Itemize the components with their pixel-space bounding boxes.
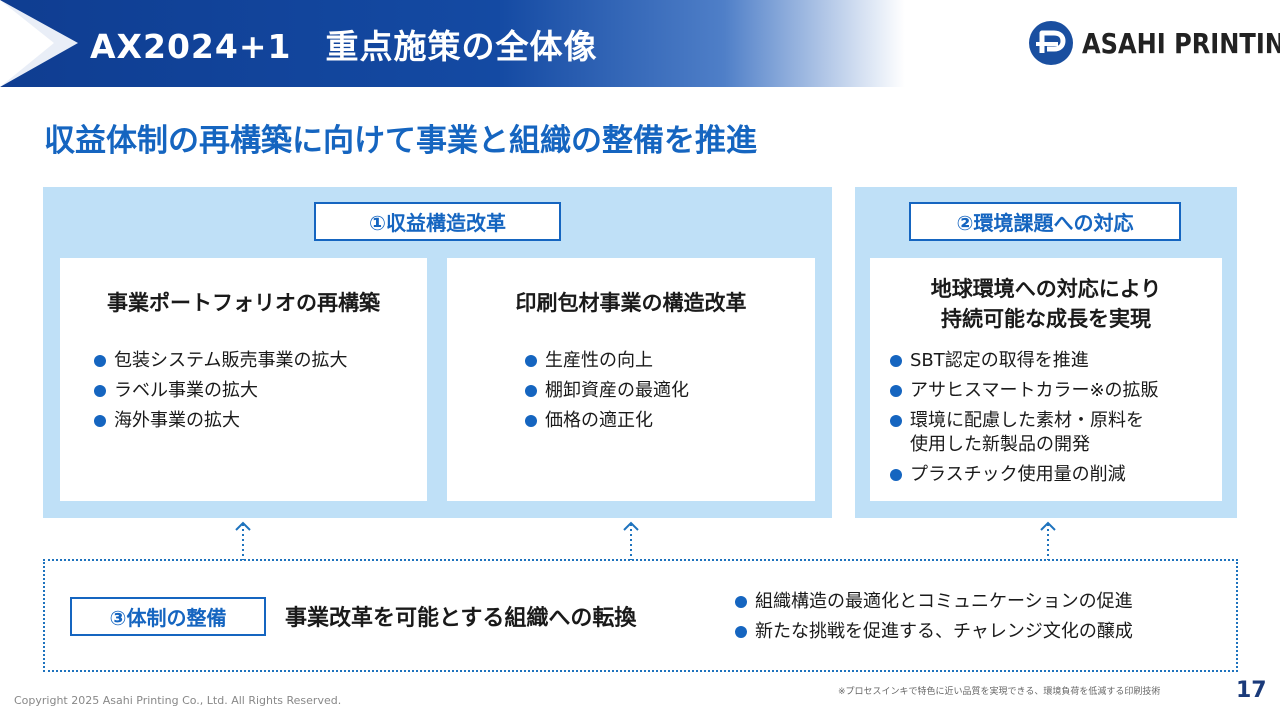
asahi-logo-icon (1029, 21, 1073, 65)
bullet-list: SBT認定の取得を推進 アサヒスマートカラー※の拡販 環境に配慮した素材・原料を… (890, 349, 1159, 493)
slide-subtitle: 収益体制の再構築に向けて事業と組織の整備を推進 (44, 123, 757, 159)
bullet-dot-icon (525, 415, 537, 427)
panel-organizational-setup (43, 559, 1238, 672)
bullet-dot-icon (890, 469, 902, 481)
card-title: 事業ポートフォリオの再構築 (107, 291, 380, 315)
list-item-continuation: 使用した新製品の開発 (910, 434, 1090, 455)
header-band (0, 0, 905, 87)
card-title-line-2: 持続可能な成長を実現 (941, 307, 1151, 331)
panel-label-organizational-setup: ③体制の整備 (70, 597, 266, 636)
page-number: 17 (1236, 678, 1267, 703)
company-logo: ASAHI PRINTING (1028, 20, 1280, 66)
list-item: 組織構造の最適化とコミュニケーションの促進 (735, 590, 1133, 614)
bullet-dot-icon (890, 415, 902, 427)
footnote-text: ※プロセスインキで特色に近い品質を実現できる、環境負荷を低減する印刷技術 (838, 687, 1161, 697)
copyright-text: Copyright 2025 Asahi Printing Co., Ltd. … (14, 694, 342, 707)
list-item: 環境に配慮した素材・原料を (890, 409, 1159, 433)
bullet-dot-icon (735, 626, 747, 638)
card-business-portfolio: 事業ポートフォリオの再構築 包装システム販売事業の拡大 ラベル事業の拡大 海外事… (60, 258, 427, 501)
card-sustainable-growth: 地球環境への対応により 持続可能な成長を実現 SBT認定の取得を推進 アサヒスマ… (870, 258, 1222, 501)
bullet-list: 生産性の向上 棚卸資産の最適化 価格の適正化 (525, 349, 689, 439)
panel-label-environmental-issues: ②環境課題への対応 (909, 202, 1181, 241)
list-item: SBT認定の取得を推進 (890, 349, 1159, 373)
list-item: ラベル事業の拡大 (94, 379, 347, 403)
slide-title: AX2024+1 重点施策の全体像 (90, 27, 598, 66)
list-item: 棚卸資産の最適化 (525, 379, 689, 403)
list-item: プラスチック使用量の削減 (890, 463, 1159, 487)
list-item: 包装システム販売事業の拡大 (94, 349, 347, 373)
header-accent-shape-inner (0, 0, 54, 87)
bullet-dot-icon (94, 385, 106, 397)
bullet-dot-icon (94, 355, 106, 367)
bullet-list: 包装システム販売事業の拡大 ラベル事業の拡大 海外事業の拡大 (94, 349, 347, 439)
bullet-dot-icon (94, 415, 106, 427)
list-item: 新たな挑戦を促進する、チャレンジ文化の醸成 (735, 620, 1133, 644)
bullet-dot-icon (525, 385, 537, 397)
bullet-dot-icon (890, 385, 902, 397)
list-item: 海外事業の拡大 (94, 409, 347, 433)
bullet-list: 組織構造の最適化とコミュニケーションの促進 新たな挑戦を促進する、チャレンジ文化… (735, 590, 1133, 650)
logo-text: ASAHI PRINTING (1082, 26, 1280, 60)
list-item: アサヒスマートカラー※の拡販 (890, 379, 1159, 403)
bullet-dot-icon (735, 596, 747, 608)
bullet-dot-icon (525, 355, 537, 367)
arrow-up-icon (1040, 521, 1056, 560)
arrow-up-icon (623, 521, 639, 560)
list-item: 価格の適正化 (525, 409, 689, 433)
organizational-transformation-text: 事業改革を可能とする組織への転換 (285, 606, 637, 631)
arrow-up-icon (235, 521, 251, 560)
bullet-dot-icon (890, 355, 902, 367)
card-title-line-1: 地球環境への対応により (930, 277, 1162, 301)
card-printing-packaging-reform: 印刷包材事業の構造改革 生産性の向上 棚卸資産の最適化 価格の適正化 (447, 258, 815, 501)
panel-label-revenue-structure-reform: ①収益構造改革 (314, 202, 561, 241)
card-title: 印刷包材事業の構造改革 (515, 291, 747, 315)
list-item: 生産性の向上 (525, 349, 689, 373)
